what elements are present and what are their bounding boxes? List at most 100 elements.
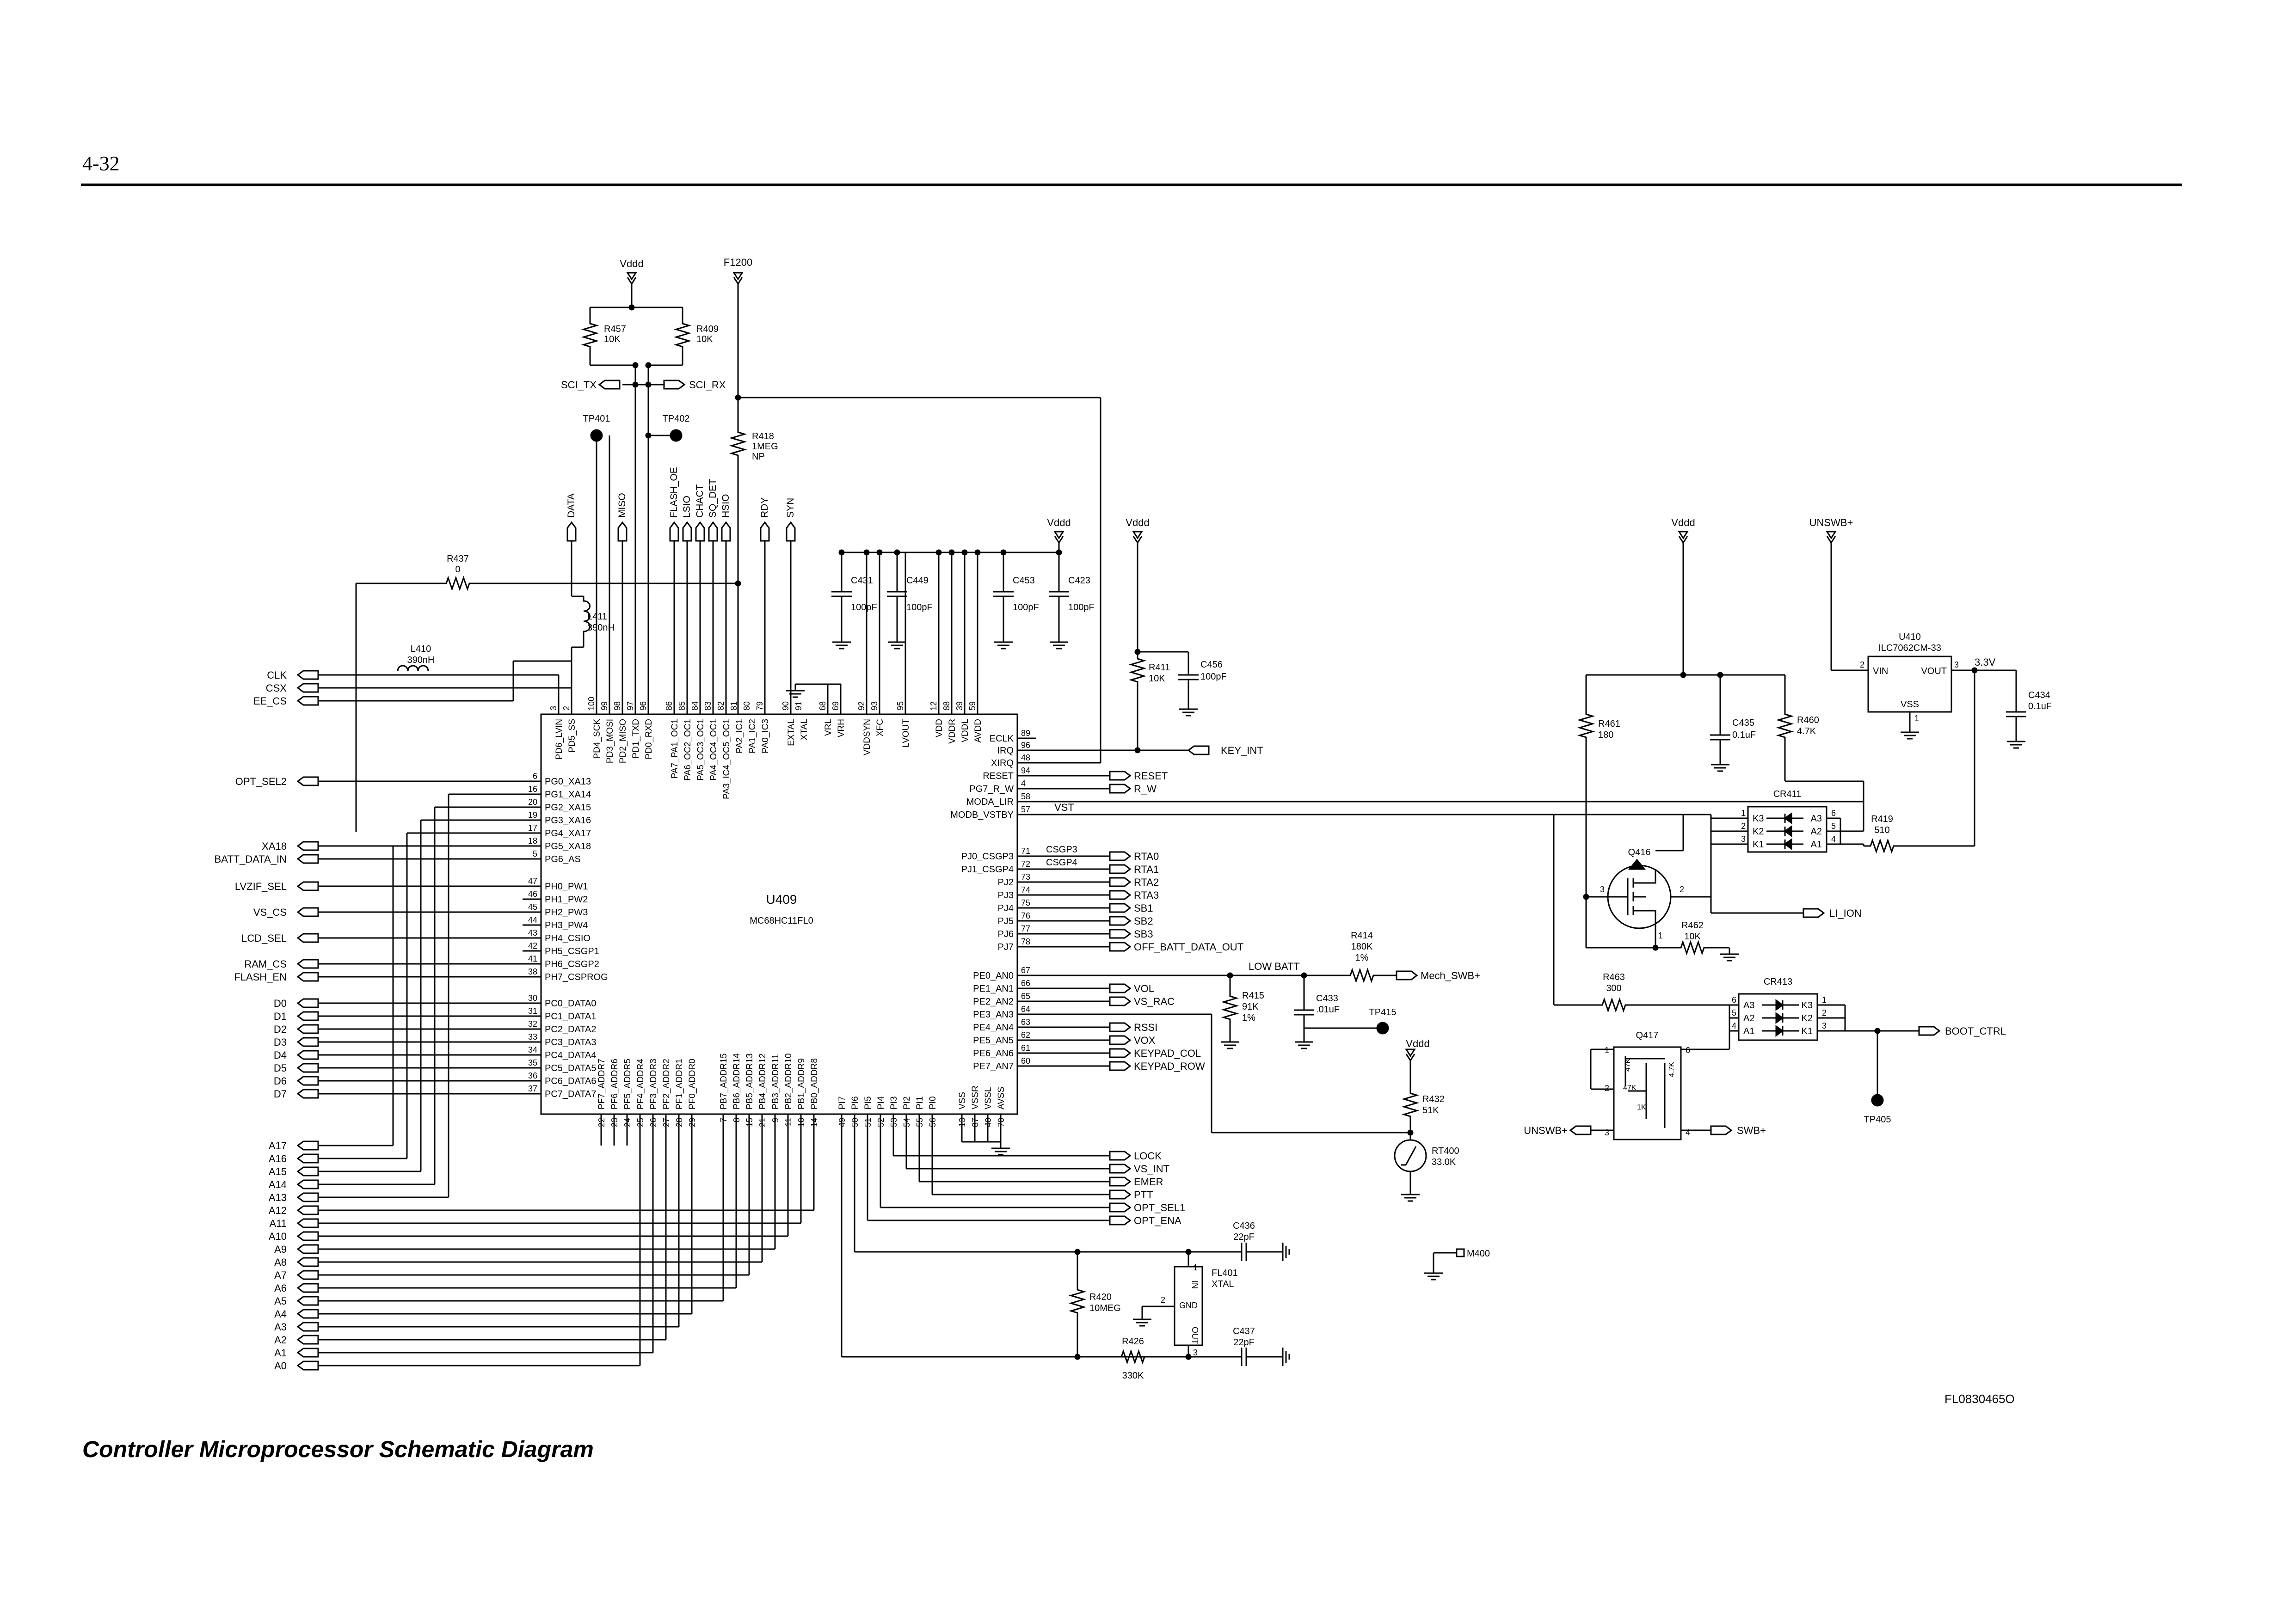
boot-ctrl-label: BOOT_CTRL bbox=[1945, 1025, 2006, 1037]
u409-pin-number: 53 bbox=[889, 1118, 898, 1127]
r411-value: 10K bbox=[1149, 674, 1165, 684]
q416-pin-number: 3 bbox=[1600, 885, 1605, 894]
fl401-pin-name: OUT bbox=[1190, 1327, 1200, 1344]
l410-value: 390nH bbox=[407, 655, 435, 665]
u409-pin-number: 72 bbox=[1021, 859, 1030, 869]
u409-pin-number: 37 bbox=[528, 1084, 537, 1093]
u409-pin-name: PA4_OC4_OC1 bbox=[709, 719, 719, 781]
u409-pin-name: PA2_IC1 bbox=[735, 719, 744, 754]
cr413-body bbox=[1738, 993, 1818, 1041]
r411-ref: R411 bbox=[1149, 662, 1170, 673]
capacitor-value: 100pF bbox=[851, 602, 877, 613]
r409-value: 10K bbox=[696, 334, 713, 344]
csgp3-label: CSGP3 bbox=[1046, 845, 1077, 855]
junction-dot bbox=[632, 362, 639, 368]
u409-pin-name: PC6_DATA6 bbox=[545, 1076, 597, 1086]
u409-pin-name: PH4_CSIO bbox=[545, 933, 591, 944]
fl401-pin-number: 2 bbox=[1161, 1295, 1165, 1305]
u409-pin-name: PC5_DATA5 bbox=[545, 1063, 597, 1073]
address-bus-port bbox=[296, 1205, 319, 1215]
sci-rx-label: SCI_RX bbox=[689, 379, 726, 391]
u409-pin-number: 6 bbox=[533, 772, 537, 781]
u409-pin-number: 12 bbox=[929, 701, 938, 711]
address-bus-label: A3 bbox=[274, 1321, 287, 1333]
tp402-label: TP402 bbox=[663, 414, 690, 424]
r419-ref: R419 bbox=[1871, 814, 1893, 824]
cr411-pin-name: A2 bbox=[1811, 827, 1822, 837]
c437-ref: C437 bbox=[1233, 1326, 1255, 1336]
junction-dot bbox=[863, 549, 870, 556]
u409-pin-name: PI5 bbox=[863, 1096, 873, 1109]
u409-pin-name: PB6_ADDR14 bbox=[732, 1053, 742, 1109]
u409-pin-name: VRH bbox=[837, 719, 846, 737]
r420-ref: R420 bbox=[1089, 1292, 1112, 1302]
pi-signal-label: LOCK bbox=[1134, 1150, 1162, 1162]
cr411-diode bbox=[1784, 812, 1792, 824]
address-bus-label: A15 bbox=[269, 1166, 287, 1177]
tp405-dot bbox=[1871, 1094, 1884, 1107]
u409-pin-name: PF4_ADDR4 bbox=[636, 1059, 646, 1109]
cr411-pin-name: K3 bbox=[1753, 814, 1764, 824]
u409-pin-name: PA0_IC3 bbox=[761, 719, 770, 754]
power-label: Vddd bbox=[1047, 517, 1071, 528]
junction-dot bbox=[645, 432, 652, 439]
capacitor-ref: C423 bbox=[1068, 576, 1090, 586]
pi-signal-port bbox=[1109, 1202, 1132, 1213]
u409-pin-name: PF7_ADDR7 bbox=[597, 1059, 607, 1109]
u409-pin-number: 81 bbox=[729, 701, 738, 711]
l411-value: 390nH bbox=[587, 623, 615, 633]
vddd-power-symbol bbox=[626, 272, 637, 281]
unswb-port bbox=[1569, 1125, 1592, 1135]
address-bus-port bbox=[296, 1218, 319, 1228]
u409-pin-number: 47 bbox=[528, 876, 537, 886]
l411-ref: L411 bbox=[587, 612, 607, 622]
r460-ref: R460 bbox=[1797, 715, 1819, 725]
capacitor-ref: C449 bbox=[906, 576, 929, 586]
cr411-ref: CR411 bbox=[1773, 789, 1802, 799]
u409-pin-name: XIRQ bbox=[991, 758, 1014, 768]
u409-pin-number: 96 bbox=[639, 701, 648, 711]
q417-pin-number: 2 bbox=[1605, 1084, 1609, 1093]
q417-body bbox=[1613, 1046, 1682, 1140]
u409-pin-number: 66 bbox=[1021, 979, 1030, 988]
ph-signal-port bbox=[296, 907, 319, 917]
u409-pin-name: PB4_ADDR12 bbox=[758, 1054, 768, 1109]
u409-pin-number: 87 bbox=[971, 1118, 980, 1127]
u409-pin-name: PC4_DATA4 bbox=[545, 1050, 597, 1060]
mech-swb-label: Mech_SWB+ bbox=[1421, 970, 1480, 981]
cr413-pin-name: A1 bbox=[1743, 1026, 1754, 1036]
swb-port bbox=[1710, 1125, 1733, 1135]
u409-pin-name: PA5_OC3_OC1 bbox=[696, 719, 706, 781]
pj-signal-label: RTA3 bbox=[1134, 889, 1159, 901]
cr413-diode bbox=[1775, 1025, 1784, 1037]
r462-ref: R462 bbox=[1681, 920, 1704, 931]
pj-signal-label: RTA1 bbox=[1134, 864, 1159, 875]
wire-layer bbox=[296, 272, 2026, 1371]
r457-ref: R457 bbox=[604, 324, 626, 334]
tp401-label: TP401 bbox=[583, 414, 610, 424]
u409-pin-number: 45 bbox=[528, 902, 537, 912]
cr413-pin-name: A2 bbox=[1743, 1013, 1754, 1023]
cr413-pin-number: 5 bbox=[1732, 1008, 1736, 1017]
pj-signal-label: OFF_BATT_DATA_OUT bbox=[1134, 941, 1243, 953]
u409-pin-name: PE0_AN0 bbox=[973, 971, 1014, 981]
u409-pin-number: 96 bbox=[1021, 741, 1030, 750]
r460-value: 4.7K bbox=[1797, 726, 1816, 736]
capacitor-ref: C453 bbox=[1013, 576, 1035, 586]
key-int-label: KEY_INT bbox=[1221, 745, 1263, 756]
q417-resistor-value: 1K bbox=[1637, 1103, 1646, 1111]
u409-pin-name: PC1_DATA1 bbox=[545, 1011, 597, 1022]
pi-signal-port bbox=[1109, 1151, 1132, 1161]
cr411-pin-name: K2 bbox=[1753, 827, 1764, 837]
cr413-pin-number: 1 bbox=[1822, 995, 1827, 1005]
ph-signal-label: FLASH_EN bbox=[234, 971, 287, 983]
u409-pin-number: 36 bbox=[528, 1071, 537, 1080]
r461-value: 180 bbox=[1598, 730, 1613, 740]
tp401-dot bbox=[590, 429, 603, 442]
r420-value: 10MEG bbox=[1089, 1303, 1121, 1313]
pj-signal-port bbox=[1109, 903, 1132, 913]
u409-pin-number: 10 bbox=[797, 1118, 806, 1127]
u409-pin-number: 31 bbox=[528, 1006, 537, 1016]
data-bus-port bbox=[296, 1011, 319, 1021]
pj-signal-port bbox=[1109, 851, 1132, 861]
